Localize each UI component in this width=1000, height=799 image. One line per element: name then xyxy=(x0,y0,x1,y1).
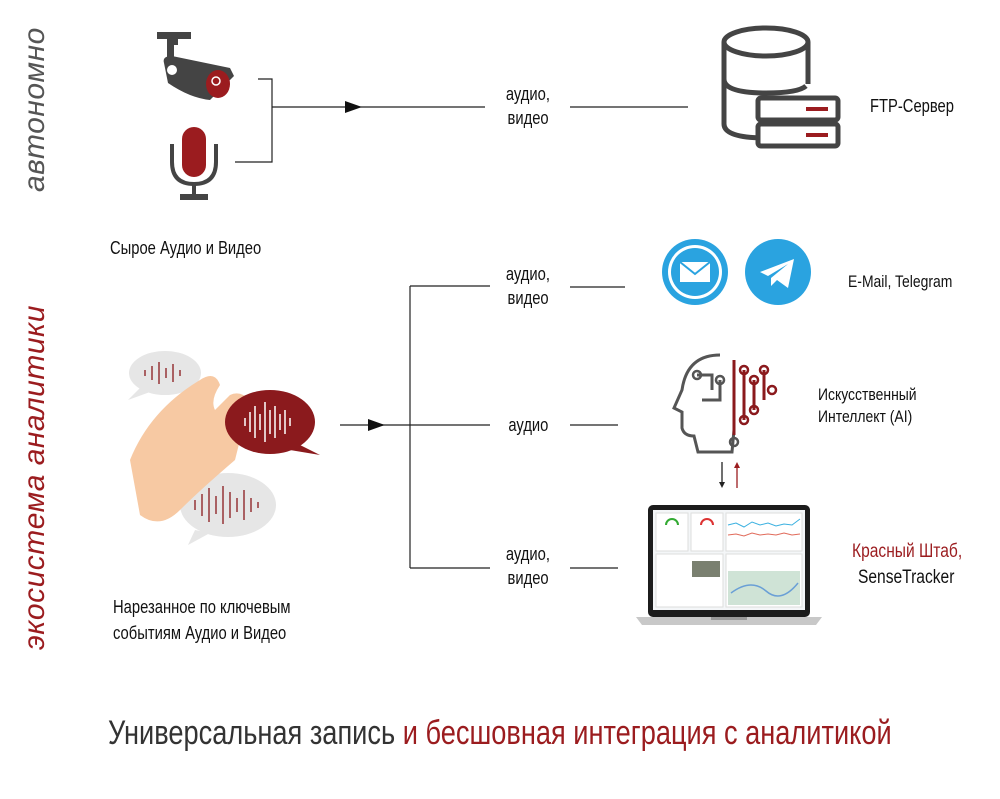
camera-icon xyxy=(157,32,234,100)
telegram-icon xyxy=(745,239,811,305)
messengers-label: E-Mail, Telegram xyxy=(848,272,953,291)
cut-av-label-line1: Нарезанное по ключевым xyxy=(113,597,291,617)
ftp-flow-label: аудио,видео xyxy=(505,84,551,128)
footer-title-red: и бесшовная интеграция с аналитикой xyxy=(402,714,892,752)
database-server-icon xyxy=(721,25,841,149)
ai-flow-label: аудио xyxy=(507,415,549,435)
footer-title-dark: Универсальная запись xyxy=(108,714,403,752)
microphone-icon xyxy=(170,127,218,200)
cut-av-label-line2: событиям Аудио и Видео xyxy=(113,623,287,643)
ai-label-line2: Интеллект (AI) xyxy=(818,407,913,426)
sensetracker-label-line1: Красный Штаб, xyxy=(852,541,963,562)
raw-av-label: Сырое Аудио и Видео xyxy=(110,238,262,258)
sensetracker-flow-label: аудио,видео xyxy=(505,544,551,588)
messengers-flow-label: аудио,видео xyxy=(505,264,551,308)
ai-head-icon xyxy=(672,353,778,454)
footer-title: Универсальная запись и бесшовная интегра… xyxy=(0,714,1000,753)
bidirectional-arrows-icon xyxy=(719,462,740,488)
ai-label-line1: Искусственный xyxy=(818,385,917,404)
arrow-icon xyxy=(345,101,362,113)
ftp-server-label: FTP-Сервер xyxy=(870,96,954,116)
arrow-icon xyxy=(368,419,385,431)
messengers-icons xyxy=(662,239,811,305)
audio-clips-hand-illustration xyxy=(128,351,320,545)
laptop-dashboard-icon xyxy=(636,505,822,625)
sensetracker-label-line2: SenseTracker xyxy=(858,567,955,588)
email-icon xyxy=(662,239,728,305)
